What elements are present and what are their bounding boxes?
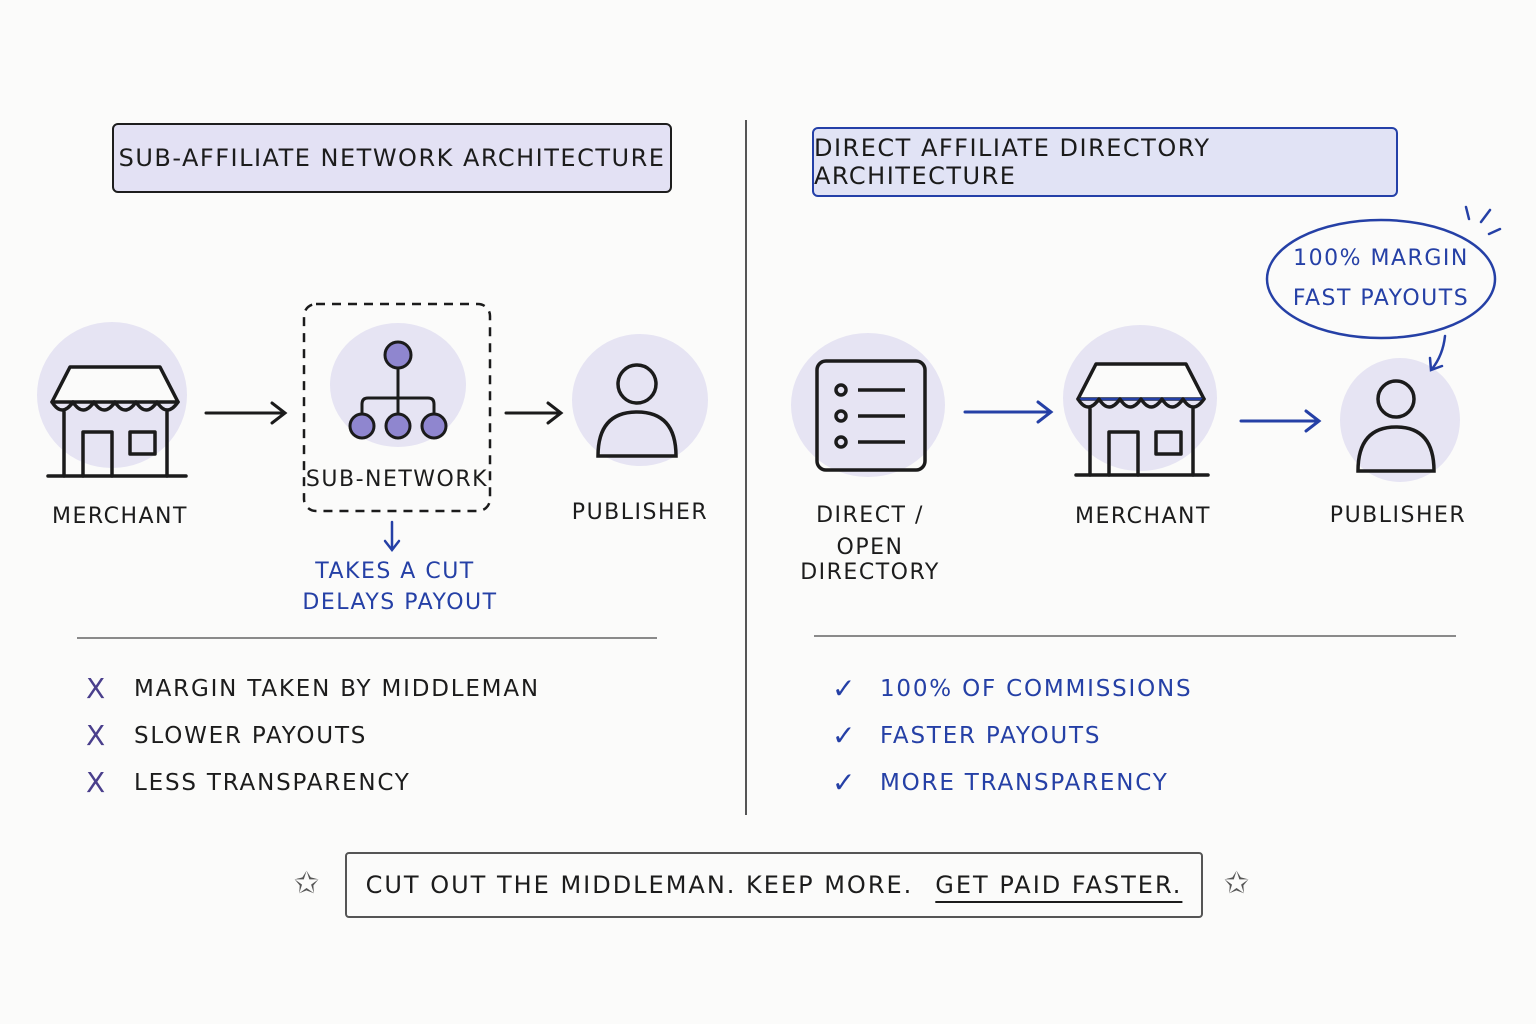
directory-label-line1: Direct / [816, 503, 924, 528]
footer-banner: Cut out the middleman. Keep more. Get pa… [345, 852, 1203, 918]
speech-bubble [1265, 218, 1497, 340]
list-item: ✓ 100% of commissions [832, 665, 1192, 712]
list-item: X Margin taken by middleman [86, 665, 540, 712]
network-hierarchy-icon [348, 340, 448, 440]
left-title: Sub-Affiliate Network Architecture [112, 123, 672, 193]
x-mark-icon: X [86, 672, 107, 705]
list-icon [815, 359, 927, 472]
check-mark-icon: ✓ [832, 719, 858, 752]
center-divider [745, 120, 747, 815]
star-icon: ✩ [294, 866, 320, 901]
right-title: Direct Affiliate Directory Architecture [812, 127, 1398, 197]
x-mark-icon: X [86, 766, 107, 799]
subnetwork-note-line1: Takes a cut [315, 559, 475, 584]
list-item: ✓ More transparency [832, 759, 1192, 806]
sparkle-icon [1464, 205, 1502, 236]
subnetwork-box [302, 302, 492, 513]
store-icon [1074, 362, 1210, 477]
person-icon [596, 363, 678, 458]
directory-blob [791, 333, 945, 477]
cons-item-text: Slower payouts [134, 722, 368, 749]
footer-text-part2: Get paid faster. [935, 871, 1183, 899]
list-item: X Less transparency [86, 759, 540, 806]
pros-list: ✓ 100% of commissions ✓ Faster payouts ✓… [832, 665, 1192, 806]
person-icon [1356, 379, 1436, 473]
star-icon: ✩ [1224, 866, 1250, 901]
check-mark-icon: ✓ [832, 766, 858, 799]
cons-item-text: Margin taken by middleman [134, 675, 540, 702]
cons-list: X Margin taken by middleman X Slower pay… [86, 665, 540, 806]
store-icon [46, 365, 188, 478]
subnetwork-note-line2: Delays payout [302, 590, 498, 615]
bubble-line2: Fast payouts [1292, 286, 1470, 311]
pros-item-text: 100% of commissions [880, 675, 1193, 702]
pros-item-text: More transparency [880, 769, 1169, 796]
arrow-right-icon [204, 401, 288, 425]
bubble-line1: 100% margin [1293, 246, 1469, 271]
left-section-divider [77, 637, 657, 639]
publisher-right-label: Publisher [1329, 503, 1467, 528]
subnetwork-label: Sub-Network [305, 467, 489, 492]
arrow-right-icon [963, 400, 1054, 424]
publisher-left-blob [572, 334, 708, 466]
directory-label-line2: Open Directory [800, 535, 940, 585]
list-item: X Slower payouts [86, 712, 540, 759]
list-item: ✓ Faster payouts [832, 712, 1192, 759]
footer-text-part1: Cut out the middleman. Keep more. [365, 871, 914, 899]
arrow-right-icon [504, 401, 564, 425]
merchant-left-label: Merchant [52, 504, 188, 529]
bubble-pointer-icon [1428, 334, 1447, 372]
arrow-right-icon [1239, 409, 1322, 433]
merchant-right-label: Merchant [1075, 504, 1211, 529]
check-mark-icon: ✓ [832, 672, 858, 705]
right-section-divider [814, 635, 1456, 637]
pros-item-text: Faster payouts [880, 722, 1102, 749]
x-mark-icon: X [86, 719, 107, 752]
arrow-down-icon [383, 520, 401, 553]
cons-item-text: Less transparency [134, 769, 411, 796]
publisher-left-label: Publisher [571, 500, 709, 525]
